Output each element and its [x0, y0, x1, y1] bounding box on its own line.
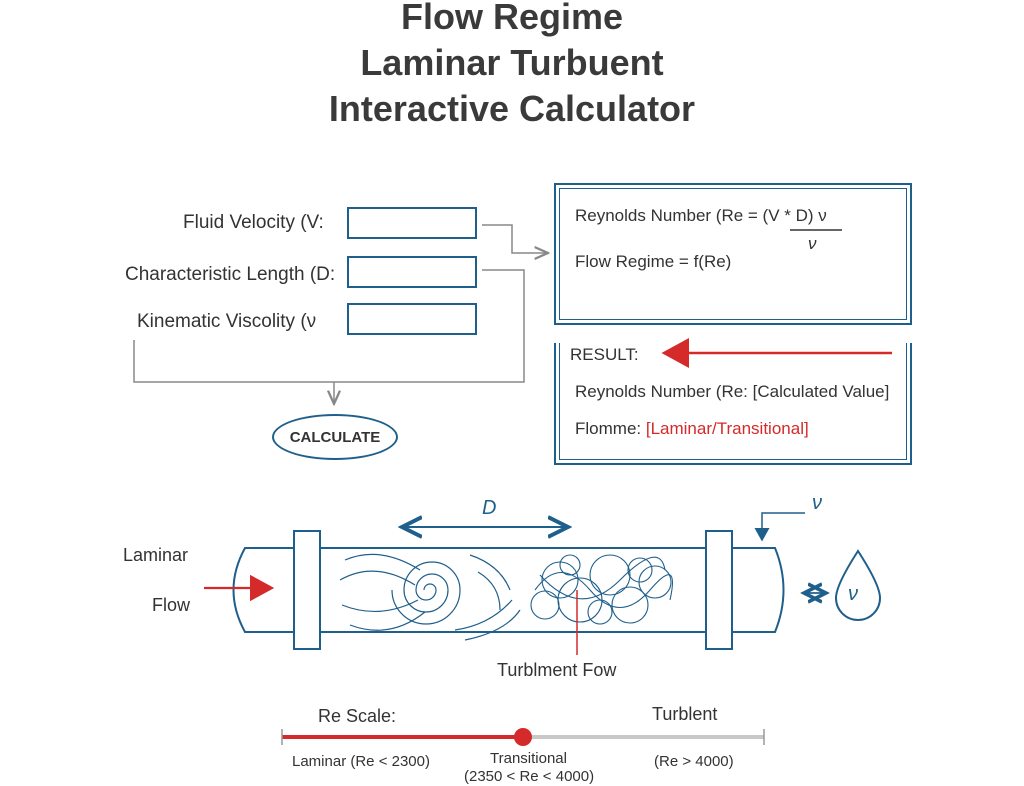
- drop-nu-label: ν: [848, 583, 858, 605]
- reynolds-formula: Reynolds Number (Re = (V * D) ν: [575, 206, 827, 225]
- regime-formula: Flow Regime = f(Re): [575, 252, 732, 271]
- left-flange: [293, 530, 321, 650]
- turbulent-flow-label: Turblment Fow: [497, 660, 617, 680]
- laminar-label: Laminar: [123, 545, 189, 565]
- scale-turbulent-range: (Re > 4000): [654, 753, 734, 770]
- velocity-connector: [482, 224, 548, 253]
- page-title-line-1: Flow Regime: [400, 0, 624, 37]
- length-label: Characteristic Length (D:: [125, 264, 336, 285]
- result-header: RESULT:: [570, 345, 639, 364]
- diameter-label: D: [482, 497, 497, 519]
- viscosity-label: Kinematic Viscolity (ν: [137, 311, 317, 332]
- result-regime: Flomme: [Laminar/Transitional]: [575, 419, 809, 439]
- turbulence-scribble: [530, 554, 674, 625]
- page-title-line-2: Laminar Turbuent: [360, 42, 664, 83]
- result-regime-value: [Laminar/Transitional]: [645, 419, 809, 438]
- page-title-line-3: Interactive Calculator: [328, 88, 696, 129]
- result-box: [554, 343, 912, 465]
- scale-laminar: Laminar (Re < 2300): [292, 753, 430, 770]
- scale-turbulent-heading: Turblent: [652, 704, 718, 724]
- calculate-connector: [133, 269, 525, 383]
- formula-box: [554, 183, 912, 325]
- velocity-input[interactable]: [347, 207, 477, 239]
- length-input[interactable]: [347, 256, 477, 288]
- scale-transitional-range: (2350 < Re < 4000): [464, 768, 595, 785]
- scale-title: Re Scale:: [318, 706, 397, 726]
- nu-label: ν: [812, 492, 822, 514]
- formula-denominator: ν: [808, 234, 817, 253]
- result-regime-label: Flomme:: [575, 419, 642, 438]
- nu-pointer: [754, 512, 805, 542]
- velocity-label: Fluid Velocity (V:: [183, 212, 324, 233]
- scale-marker: [514, 728, 532, 746]
- vortex-swirl: [339, 553, 521, 641]
- flow-label: Flow: [152, 595, 191, 615]
- result-reynolds: Reynolds Number (Re: [Calculated Value]: [575, 382, 890, 401]
- calculate-button[interactable]: CALCULATE: [272, 414, 398, 460]
- right-flange: [705, 530, 733, 650]
- scale-transitional: Transitional: [490, 750, 567, 767]
- viscosity-input[interactable]: [347, 303, 477, 335]
- drop-icon: [834, 549, 882, 621]
